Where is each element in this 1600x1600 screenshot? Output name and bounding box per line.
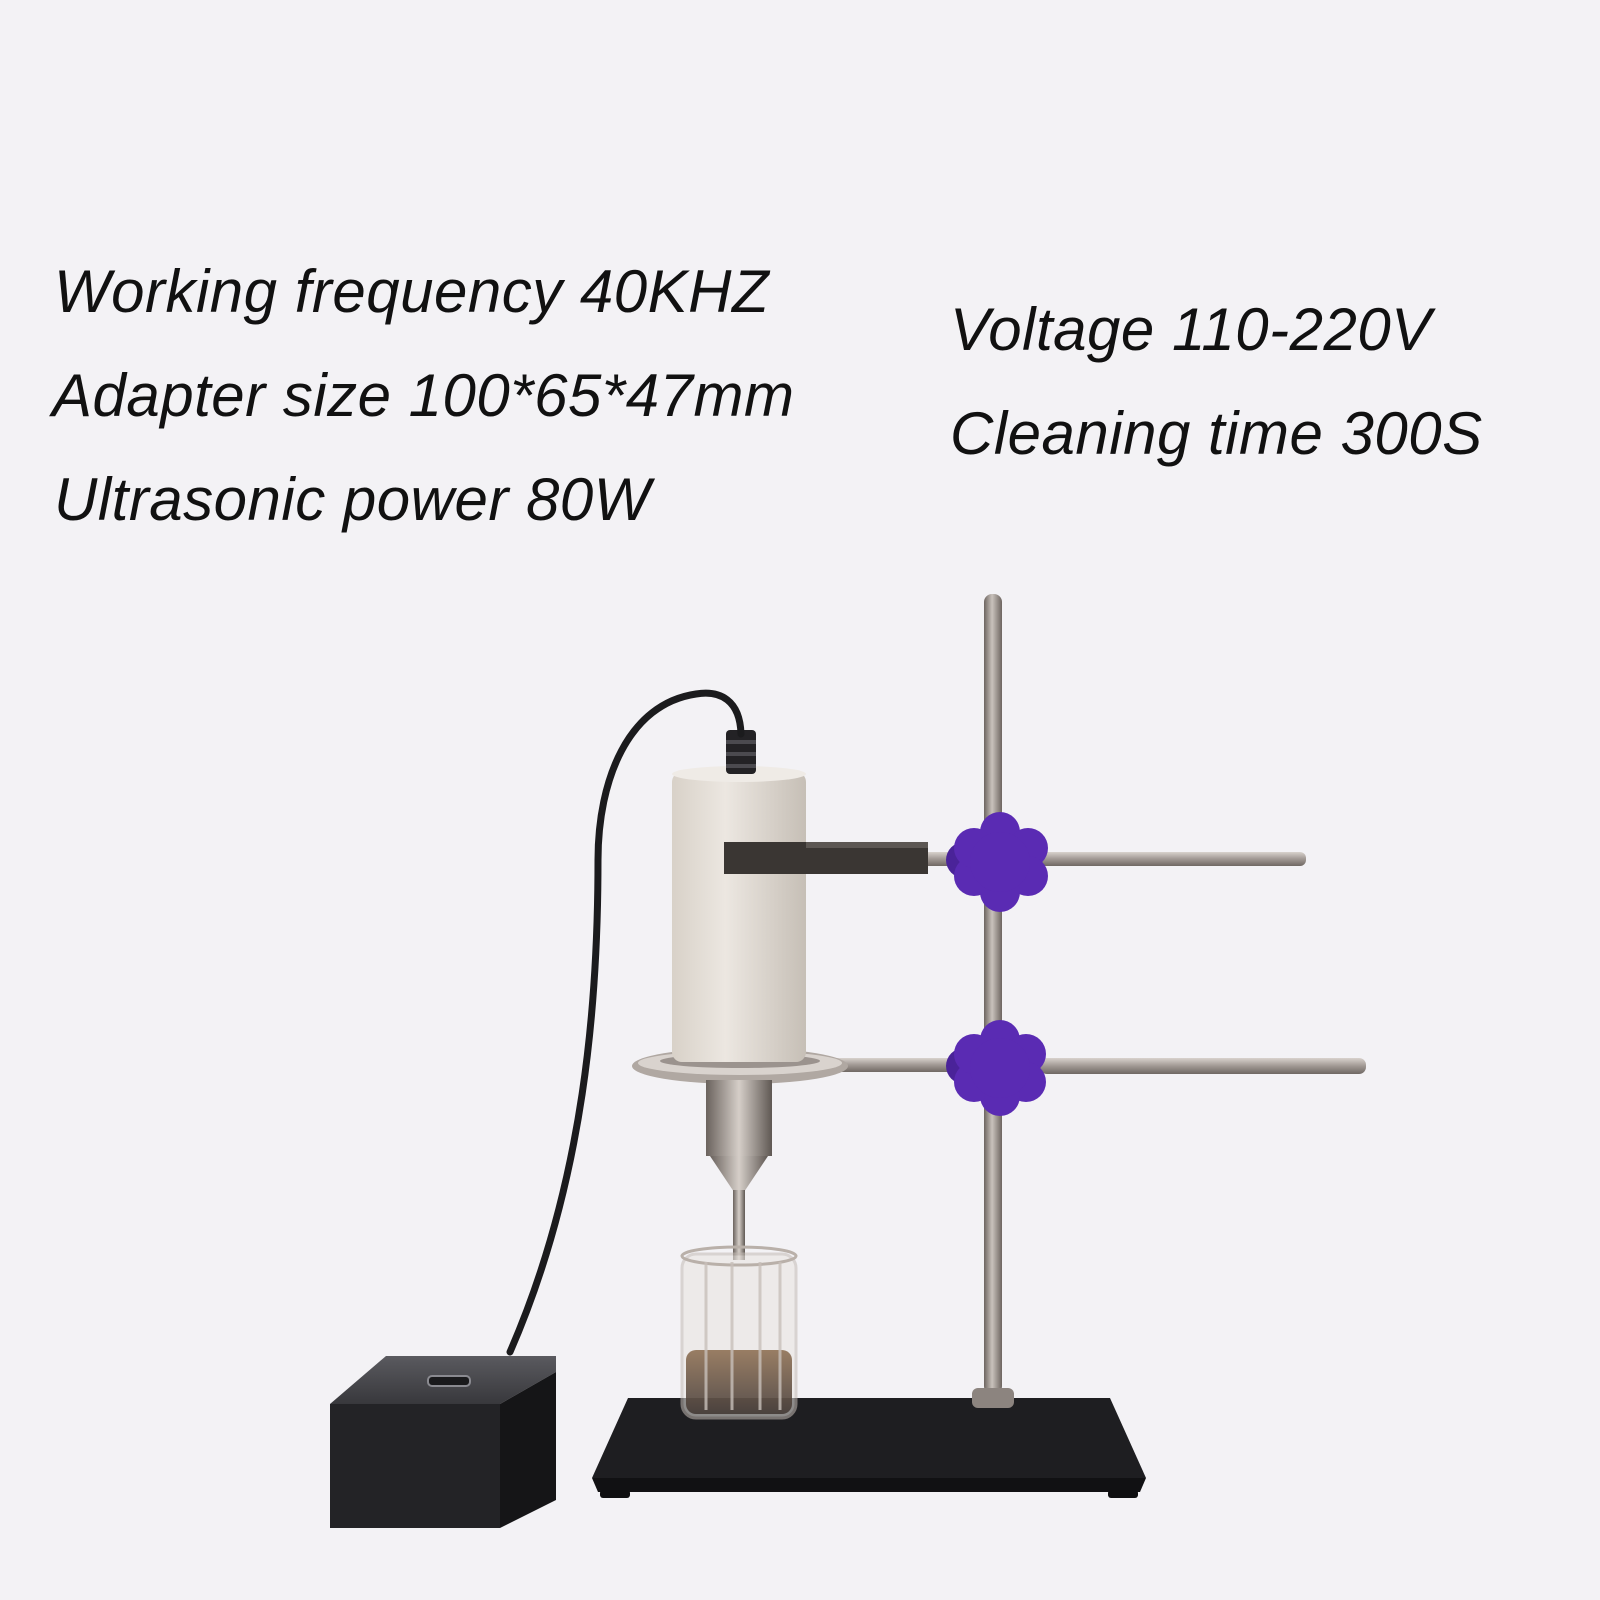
spec-voltage: Voltage 110-220V (950, 296, 1432, 363)
transducer-cylinder (672, 730, 806, 1062)
stand-base (592, 1398, 1146, 1498)
upper-knob (946, 812, 1048, 912)
power-cable (506, 689, 745, 1356)
lower-knob (946, 1020, 1046, 1116)
spec-working-frequency: Working frequency 40KHZ (54, 258, 770, 325)
spec-ultrasonic-power: Ultrasonic power 80W (54, 466, 651, 533)
stand-rod (972, 594, 1014, 1408)
power-adapter-box (330, 1356, 556, 1528)
probe-horn (706, 1080, 772, 1260)
spec-cleaning-time: Cleaning time 300S (950, 400, 1483, 467)
spec-adapter-size: Adapter size 100*65*47mm (52, 362, 795, 429)
beaker (680, 1245, 798, 1420)
